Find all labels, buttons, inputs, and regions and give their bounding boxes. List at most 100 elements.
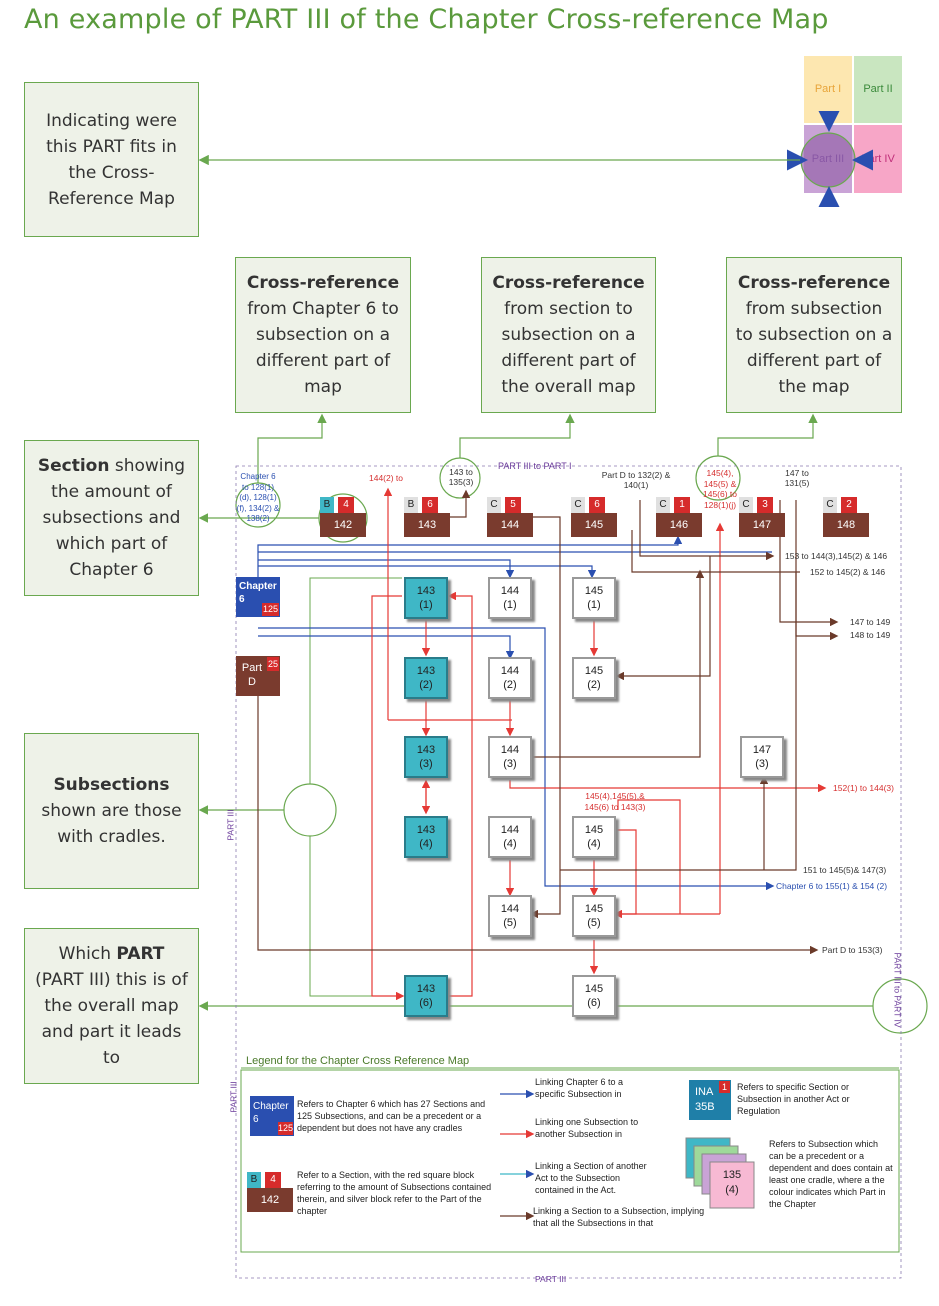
section-142[interactable]: B 4 142 [320, 497, 366, 539]
section-count: 6 [422, 497, 438, 513]
label-143-to-135: 143 to 135(3) [448, 467, 474, 487]
note-xref-subsection-body: from subsection to subsection on a diffe… [735, 299, 893, 397]
note-section: Section showing the amount of subsection… [24, 440, 199, 596]
legend-cradle-desc: Refers to Subsection which can be a prec… [769, 1139, 893, 1209]
legend-section-desc: Refer to a Section, with the red square … [297, 1170, 492, 1216]
label-part3-vertical: PART III [225, 809, 236, 841]
chapter-6-count: 125 [261, 603, 279, 616]
section-number: 142 [320, 513, 366, 537]
section-number: 146 [656, 513, 702, 537]
section-count: 2 [841, 497, 857, 513]
label-153-to: 153 to 144(3),145(2) & 146 [785, 551, 888, 561]
part-d-block[interactable]: Part D 25 [236, 656, 280, 696]
legend-chapter-icon: Chapter 6 125 [250, 1096, 294, 1136]
note-part-text: Which PART (PART III) this is of the ove… [35, 944, 188, 1068]
subsection-144-2[interactable]: 144(2) [488, 657, 532, 699]
section-145[interactable]: C 6 145 [571, 497, 617, 539]
note-part: Which PART (PART III) this is of the ove… [24, 928, 199, 1084]
note-section-text: Section showing the amount of subsection… [37, 456, 186, 580]
label-145-multi: 145(4),145(5),& 145(6) to 143(3) [584, 791, 646, 812]
label-partd-to: Part D to 132(2) & 140(1) [601, 470, 671, 490]
label-148-to-149: 148 to 149 [850, 630, 891, 640]
section-count: 6 [589, 497, 605, 513]
legend-title: Legend for the Chapter Cross Reference M… [246, 1055, 470, 1067]
label-part3-legend: PART III [228, 1081, 239, 1113]
subsection-143-4[interactable]: 143(4) [404, 816, 448, 858]
subsection-147-3[interactable]: 147(3) [740, 736, 784, 778]
note-subsections-body: shown are those with cradles. [41, 801, 182, 847]
section-147[interactable]: C 3 147 [739, 497, 785, 539]
note-xref-subsection: Cross-reference from subsection to subse… [726, 257, 902, 413]
legend-ina-a: INA [695, 1086, 714, 1098]
legend-section-tag: B [247, 1172, 261, 1188]
legend-section-count: 4 [265, 1172, 281, 1188]
note-xref-chapter-body: from Chapter 6 to subsection on a differ… [247, 299, 399, 397]
page-title: An example of PART III of the Chapter Cr… [24, 4, 829, 35]
legend-cradle-a: 135 [722, 1169, 742, 1181]
section-tag: C [656, 497, 670, 513]
note-subsections-head: Subsections [53, 775, 170, 795]
label-ch6-to-155: Chapter 6 to 155(1) & 154 (2) [776, 881, 888, 891]
section-count: 5 [505, 497, 521, 513]
label-152-to: 152 to 145(2) & 146 [810, 567, 886, 577]
label-partd-to-153: Part D to 153(3) [822, 945, 883, 955]
subsection-143-3[interactable]: 143(3) [404, 736, 448, 778]
subsection-145-6[interactable]: 145(6) [572, 975, 616, 1017]
mini-part-2: Part II [854, 56, 902, 123]
part-d-count: 25 [266, 657, 279, 671]
subsection-145-4[interactable]: 145(4) [572, 816, 616, 858]
label-147-to-131: 147 to 131(5) [784, 468, 810, 488]
section-tag: B [404, 497, 418, 513]
section-144[interactable]: C 5 144 [487, 497, 533, 539]
note-xref-section-head: Cross-reference [492, 273, 645, 293]
section-146[interactable]: C 1 146 [656, 497, 702, 539]
legend-ina-icon: INA 35B 1 [689, 1080, 731, 1120]
subsection-145-1[interactable]: 145(1) [572, 577, 616, 619]
legend-cradle-icon: 135 (4) [710, 1168, 754, 1198]
section-number: 145 [571, 513, 617, 537]
label-147-to-149: 147 to 149 [850, 617, 891, 627]
note-where-fits: Indicating were this PART fits in the Cr… [24, 82, 199, 237]
subsection-143-6[interactable]: 143(6) [404, 975, 448, 1017]
legend-chapter-desc: Refers to Chapter 6 which has 27 Section… [297, 1099, 486, 1133]
label-ch6-to: Chapter 6 to 128(1)(d), 128(1)(f), 134(2… [236, 472, 280, 523]
note-subsections: Subsections shown are those with cradles… [24, 733, 199, 889]
subsection-144-1[interactable]: 144(1) [488, 577, 532, 619]
chapter-6-block[interactable]: Chapter 6 125 [236, 577, 280, 617]
legend-red-desc: Linking one Subsection to another Subsec… [535, 1117, 639, 1139]
label-144-2-to: 144(2) to [369, 473, 404, 483]
subsection-145-5[interactable]: 145(5) [572, 895, 616, 937]
label-151-to: 151 to 145(5)& 147(3) [803, 865, 887, 875]
section-count: 4 [338, 497, 354, 513]
legend-chapter-label: Chapter 6 [253, 1101, 289, 1125]
section-tag: C [487, 497, 501, 513]
legend-section-icon: B 4 142 [247, 1172, 293, 1214]
subsection-143-2[interactable]: 143(2) [404, 657, 448, 699]
label-152-1-to: 152(1) to 144(3) [833, 783, 894, 793]
subsection-144-5[interactable]: 144(5) [488, 895, 532, 937]
section-tag: C [823, 497, 837, 513]
subsection-145-2[interactable]: 145(2) [572, 657, 616, 699]
legend-brown-desc: Linking a Section to a Subsection, imply… [533, 1206, 705, 1228]
chapter-6-label: Chapter 6 [239, 581, 277, 605]
subsection-144-3[interactable]: 144(3) [488, 736, 532, 778]
legend-ina-b: 35B [695, 1101, 715, 1113]
subsection-143-1[interactable]: 143(1) [404, 577, 448, 619]
label-part3-bottom: PART III [535, 1274, 567, 1284]
label-part3-to-part4: PART III to PART IV [892, 952, 903, 1028]
note-xref-section: Cross-reference from section to subsecti… [481, 257, 656, 413]
section-148[interactable]: C 2 148 [823, 497, 869, 539]
subsection-144-4[interactable]: 144(4) [488, 816, 532, 858]
section-number: 144 [487, 513, 533, 537]
section-count: 3 [757, 497, 773, 513]
section-143[interactable]: B 6 143 [404, 497, 450, 539]
section-tag: B [320, 497, 334, 513]
note-where-fits-text: Indicating were this PART fits in the Cr… [46, 110, 177, 209]
legend-cyan-desc: Linking a Section of another Act to the … [535, 1161, 647, 1195]
label-part3-to-part1: PART III to PART I [498, 461, 572, 471]
note-xref-subsection-head: Cross-reference [737, 273, 891, 293]
legend-blue-desc: Linking Chapter 6 to a specific Subsecti… [535, 1077, 624, 1099]
note-xref-chapter-head: Cross-reference [246, 273, 400, 293]
